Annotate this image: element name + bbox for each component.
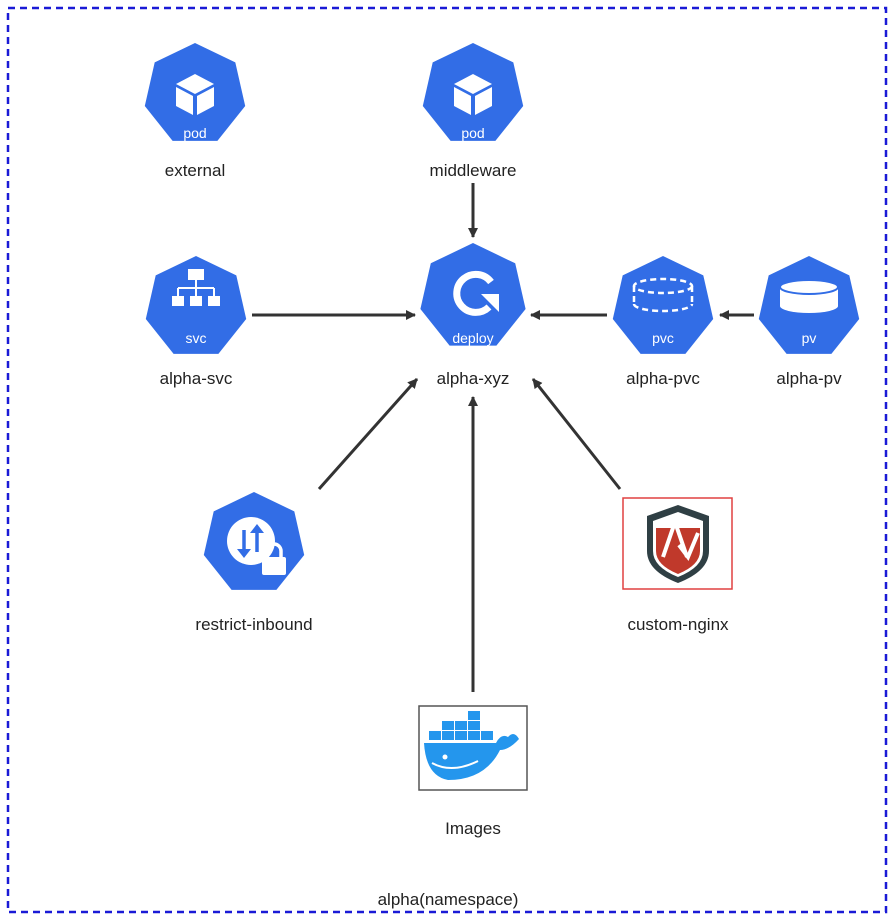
network-policy-lock-icon xyxy=(227,517,286,575)
pvc-disk-icon xyxy=(632,277,694,313)
node-label: alpha-svc xyxy=(160,369,233,388)
pvc-badge-shape xyxy=(612,256,714,354)
badge-text: pv xyxy=(802,330,817,346)
badge-text: deploy xyxy=(452,330,493,346)
node-label: alpha-xyz xyxy=(437,369,510,388)
badge-text: pod xyxy=(461,125,484,141)
node-label: alpha-pvc xyxy=(626,369,700,388)
badge-text: pod xyxy=(183,125,206,141)
node-middleware: pod middleware xyxy=(422,43,524,180)
node-alpha-xyz: deploy alpha-xyz xyxy=(420,243,526,388)
node-alpha-svc: svc alpha-svc xyxy=(145,256,247,388)
edge-nginx-to-deploy xyxy=(531,378,622,490)
edge-restrict-to-deploy xyxy=(317,378,419,490)
badge-text: pvc xyxy=(652,330,674,346)
service-tree-icon xyxy=(172,269,220,306)
node-label: middleware xyxy=(430,161,517,180)
node-label: Images xyxy=(445,819,501,838)
node-label: external xyxy=(165,161,225,180)
node-alpha-pv: pv alpha-pv xyxy=(758,256,860,388)
node-label: alpha-pv xyxy=(776,369,842,388)
badge-text: svc xyxy=(186,330,207,346)
node-label: custom-nginx xyxy=(627,615,729,634)
node-restrict-inbound: restrict-inbound xyxy=(195,492,313,634)
namespace-boundary xyxy=(6,6,888,914)
node-images: Images xyxy=(418,705,528,838)
namespace-label: alpha(namespace) xyxy=(378,890,519,909)
node-alpha-pvc: pvc alpha-pvc xyxy=(612,256,714,388)
pod-cube-icon xyxy=(176,74,214,115)
node-external: pod external xyxy=(144,43,246,180)
deploy-badge-shape xyxy=(420,243,526,346)
pod-cube-icon xyxy=(454,74,492,115)
nginx-shield-logo xyxy=(647,505,709,583)
node-custom-nginx: custom-nginx xyxy=(622,497,733,634)
pv-disk-icon xyxy=(779,279,839,313)
edges xyxy=(252,183,754,692)
node-label: restrict-inbound xyxy=(195,615,312,634)
docker-whale-logo xyxy=(424,711,519,780)
deploy-cycle-icon xyxy=(453,270,499,316)
